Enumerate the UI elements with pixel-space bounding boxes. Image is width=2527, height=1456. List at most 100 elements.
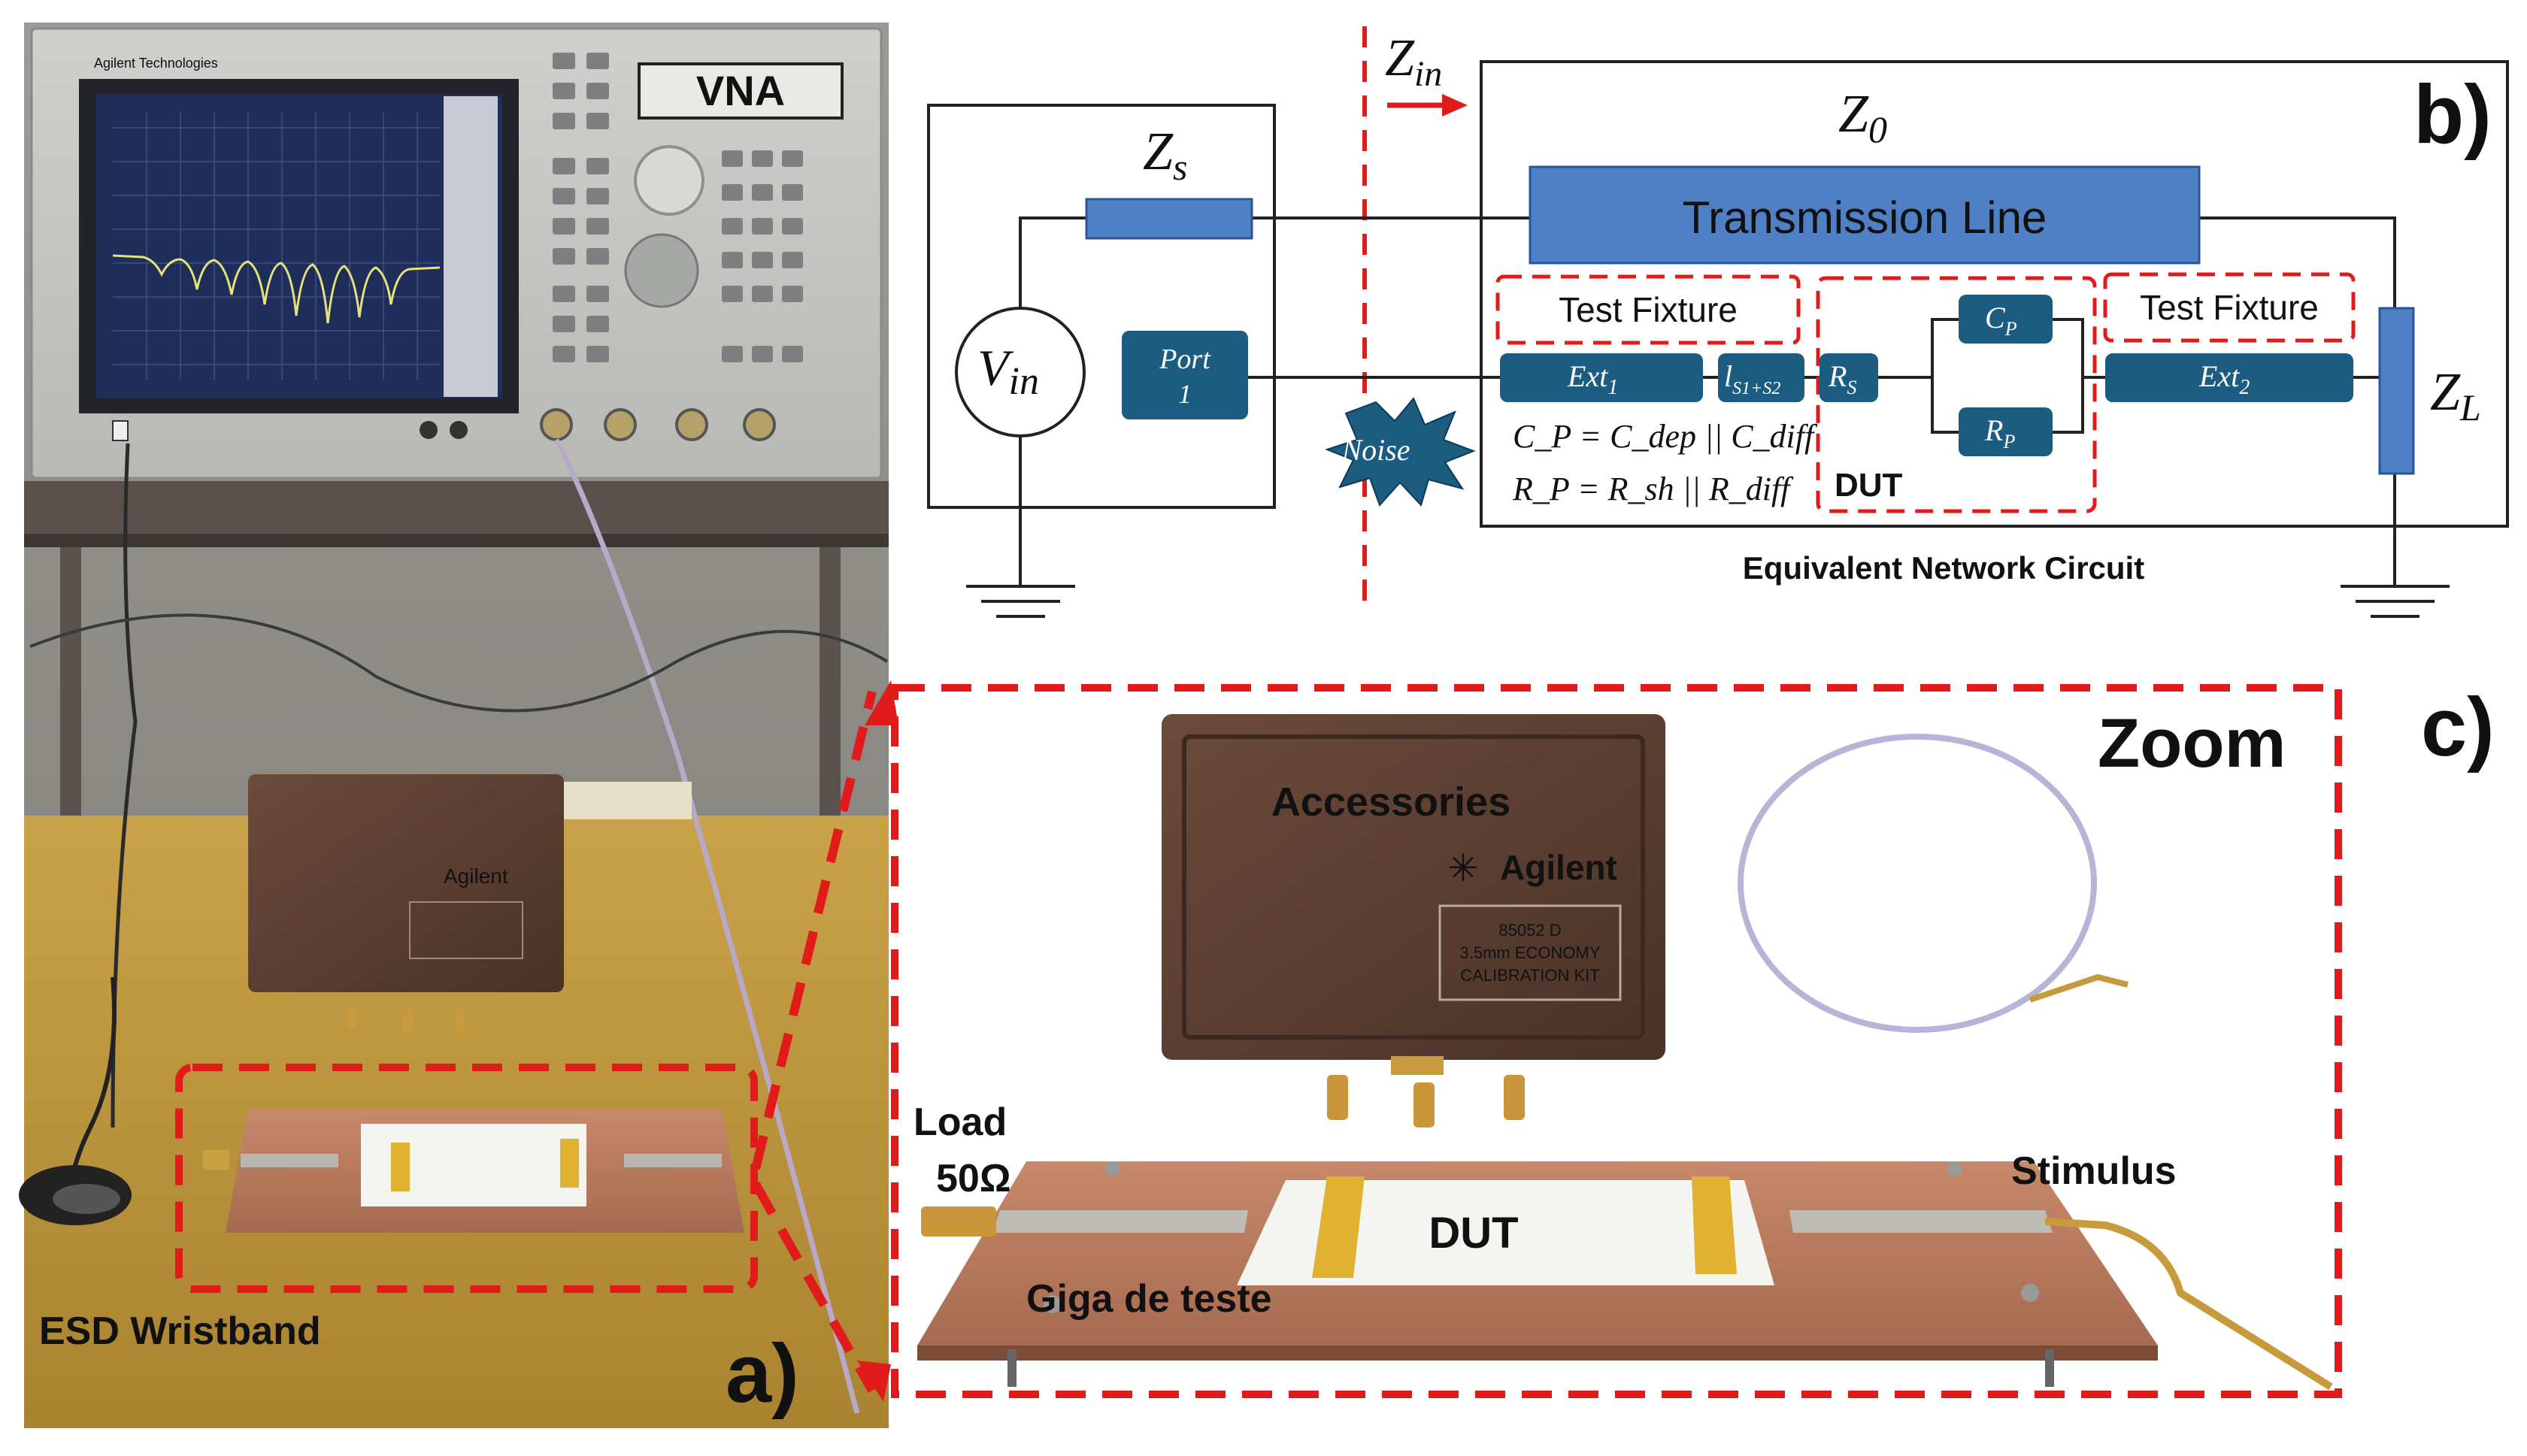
zoom-strip-right [1789, 1210, 2053, 1233]
rp-label: RP [1984, 413, 2015, 453]
vna-screen [96, 94, 502, 398]
z0-label: Z0 [1838, 83, 1887, 150]
noise-label: Noise [1341, 433, 1410, 467]
zoom-arrowhead-bottom [857, 1361, 891, 1402]
panel-a: Agilent Technologies VNA [19, 23, 889, 1428]
panel-c-label: c) [2421, 681, 2495, 773]
fixture-tape-left [391, 1143, 410, 1191]
kit-line3: CALIBRATION KIT [1460, 966, 1599, 985]
kit-line2: 3.5mm ECONOMY [1459, 943, 1600, 962]
ext2-label: Ext2 [2198, 359, 2250, 399]
kit-latch [1391, 1056, 1444, 1075]
panel-c: Zoom c) Accessories ✳ Agilent 85052 D 3.… [891, 681, 2495, 1398]
circuit-caption: Equivalent Network Circuit [1743, 550, 2144, 586]
ground-right [2341, 585, 2450, 618]
zoom-board-screws [1044, 1161, 2039, 1313]
network-box [1480, 60, 2509, 528]
accessories-box [1162, 714, 1665, 1060]
cp-box [1959, 295, 2053, 344]
accessories-label: Accessories [1271, 779, 1510, 825]
rs-label: RS [1828, 359, 1856, 398]
zs-element [1085, 198, 1253, 240]
table-leg-left [60, 547, 81, 818]
vna-keypad [553, 53, 803, 362]
stimulus-label: Stimulus [2011, 1149, 2177, 1193]
fixture-strip-right [624, 1154, 722, 1167]
port1-line2: 1 [1178, 379, 1192, 409]
transmission-line [1529, 165, 2201, 265]
ground-left [966, 585, 1075, 618]
load-label-line2: 50Ω [936, 1157, 1011, 1200]
vna-ports [112, 408, 776, 441]
circuit-wires [1019, 216, 2396, 586]
source-box [927, 104, 1276, 509]
zoom-strip-left [992, 1210, 1248, 1233]
vin-label: Vin [977, 339, 1039, 403]
table-leg-right [820, 547, 841, 818]
zin-label: Zin [1385, 29, 1442, 94]
noise-burst [1325, 397, 1476, 507]
zs-label: Zs [1143, 121, 1188, 188]
kit-line1: 85052 D [1498, 921, 1561, 940]
zoom-dut-label: DUT [1429, 1209, 1518, 1258]
vna-screen-sidebar [444, 96, 498, 397]
wristband-inner [53, 1184, 120, 1214]
kit-plaque-zoom [1438, 904, 1622, 1001]
vna-screen-grid [113, 113, 440, 380]
paper-sheet [564, 782, 692, 819]
test-fixture-left-box [1495, 274, 1801, 345]
panel-b: Zin Vin [927, 26, 2509, 618]
cable-coil [1738, 734, 2097, 1033]
test-fixture-right-box [2103, 272, 2356, 343]
zoom-fixture-edge [917, 1346, 2158, 1361]
fixture-strip-left [241, 1154, 338, 1167]
vna-label: VNA [696, 67, 785, 114]
load-label-line1: Load [914, 1100, 1007, 1144]
test-cable [553, 438, 860, 1414]
zoom-label: Zoom [2098, 705, 2286, 782]
ls-label: lS1+S2 [1724, 359, 1780, 398]
kit-plaque [409, 901, 523, 959]
ext2-box [2105, 353, 2353, 402]
dut-box [1816, 276, 2097, 513]
zoom-stimulus-cable [2044, 1218, 2333, 1391]
sma-adapters-zoom [1327, 1075, 1525, 1128]
vna-trace [112, 254, 441, 324]
kit-brand: Agilent [444, 864, 508, 888]
fixture-label: Giga de teste [1026, 1277, 1272, 1321]
wristband-label: ESD Wristband [39, 1309, 321, 1353]
port1-box [1122, 331, 1248, 419]
cable-end [2029, 973, 2129, 1003]
agilent-logo-star: ✳ [1447, 847, 1479, 889]
panel-a-label: a) [726, 1327, 799, 1420]
vna-knob [634, 145, 704, 216]
panel-b-label: b) [2413, 68, 2492, 161]
zoom-arrow [751, 690, 877, 1393]
zl-label: ZL [2430, 362, 2481, 428]
zoom-tape-left [1312, 1176, 1365, 1278]
zoom-frame [891, 684, 2342, 1398]
zoom-load-connector [921, 1206, 996, 1237]
zoom-dut-substrate [1237, 1180, 1774, 1285]
dut-label: DUT [1835, 467, 1903, 504]
vin-source [955, 307, 1086, 437]
shelf-rail [24, 534, 889, 547]
equation-rp: R_P = R_sh || R_diff [1512, 471, 1794, 507]
background-cables-2 [29, 613, 889, 713]
fixture-highlight [175, 1064, 758, 1293]
test-fixture-right-label: Test Fixture [2140, 288, 2319, 327]
vna-nav-pad [624, 233, 699, 308]
vna-brand-text: Agilent Technologies [94, 56, 218, 71]
ext1-box [1500, 353, 1703, 402]
sma-adapters [346, 1007, 465, 1034]
ext1-label: Ext1 [1567, 359, 1618, 399]
rs-box [1820, 353, 1878, 402]
zoom-board-legs [1007, 1349, 2054, 1387]
calibration-kit [248, 774, 564, 992]
rp-box [1959, 407, 2053, 456]
equation-cp: C_P = C_dep || C_diff [1513, 418, 1818, 455]
cp-label: CP [1985, 301, 2017, 340]
accessories-lid [1182, 734, 1645, 1040]
fixture-tape-right [560, 1139, 579, 1188]
